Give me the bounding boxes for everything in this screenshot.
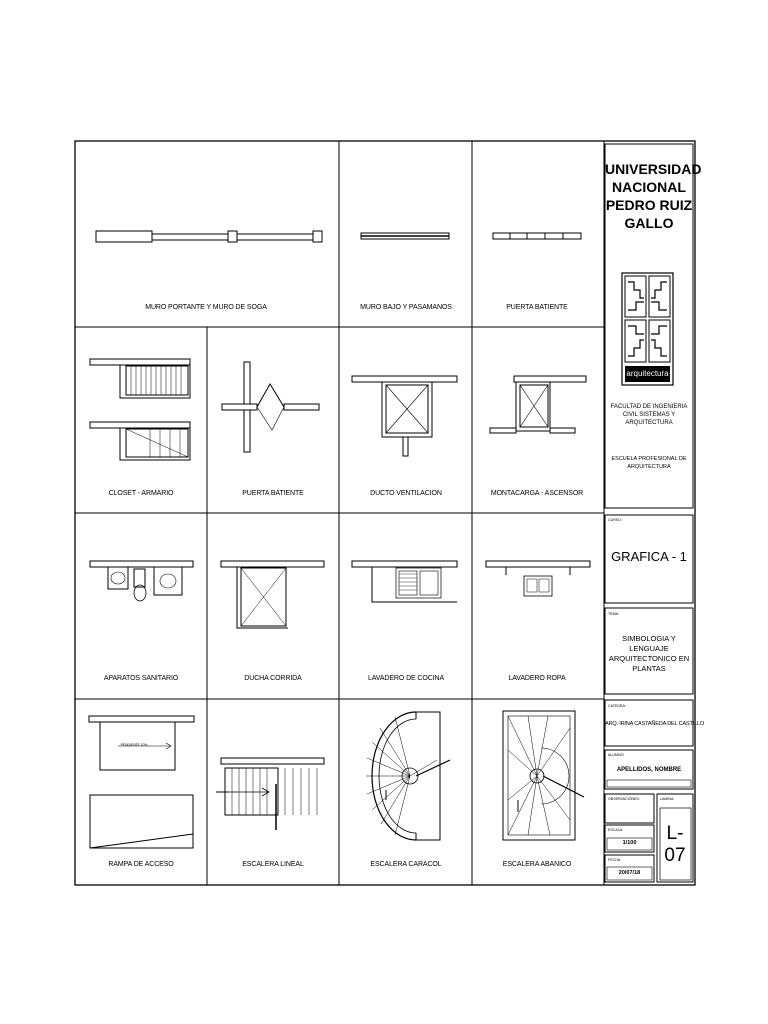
symbol-escalera-lineal [216,757,325,830]
chair-caption: CATEDRA: [608,704,626,708]
ramp-slope-note: PENDIENTE 10% [120,743,148,747]
label-escalera-abanico: ESCALERA ABANICO [502,861,572,868]
faculty-line-2: CIVIL SISTEMAS Y [622,412,676,418]
school-line-1: ESCUELA PROFESIONAL DE [611,456,687,462]
theme-caption: TEMA: [608,612,619,616]
symbol-rampa [88,715,195,849]
university-name: UNIVERSIDAD NACIONAL PEDRO RUIZ GALLO [605,160,702,232]
course-caption: CURSO: [608,518,622,522]
scale-caption: ESCALA: [608,828,624,832]
grid-lines [75,141,605,885]
symbol-ducha [220,560,325,629]
label-muro-bajo: MURO BAJO Y PASAMANOS [360,304,452,311]
symbol-lavadero-cocina [351,560,458,603]
sheet-caption: LAMINA: [660,797,675,801]
university-logo [621,272,674,386]
school-name: ESCUELA PROFESIONAL DE ARQUITECTURA [605,456,693,471]
label-closet: CLOSET - ARMARIO [108,490,174,497]
label-escalera-caracol: ESCALERA CARACOL [370,861,442,868]
student-caption: ALUMNO: [608,753,625,757]
scale-value: 1/100 [622,840,637,846]
theme-line-3: PLANTAS [632,664,666,673]
chair-value: ARQ. IRINA CASTAÑEDA DEL CASTILLO [605,721,705,727]
symbol-muro-portante [95,230,323,243]
theme-line-1: SIMBOLOGIA Y LENGUAJE [622,634,676,653]
faculty-name: FACULTAD DE INGENIERIA CIVIL SISTEMAS Y … [605,403,693,427]
symbol-escalera-abanico [502,710,585,841]
symbol-closet [89,358,191,461]
sheet-value: L-07 [664,823,686,866]
theme-value: SIMBOLOGIA Y LENGUAJE ARQUITECTONICO EN … [605,634,693,674]
title-block-frame [604,143,694,883]
theme-line-2: ARQUITECTONICO EN [608,654,690,663]
label-montacarga: MONTACARGA - ASCENSOR [490,490,584,497]
logo-caption: arquitectura [626,369,669,378]
notes-caption: OBSERVACIONES: [608,797,640,801]
symbol-ducto [351,375,458,457]
student-value: APELLIDOS, NOMBRE [616,767,682,773]
label-ducha: DUCHA CORRIDA [244,675,302,682]
label-aparatos: APARATOS SANITARIO [103,675,179,682]
symbol-lavadero-ropa [485,560,591,597]
label-lavadero-ropa: LAVADERO ROPA [508,675,566,682]
date-value: 20/07/18 [618,870,641,876]
label-puerta-batiente-2: PUERTA BATIENTE [242,490,304,497]
faculty-line-1: FACULTAD DE INGENIERIA [610,404,688,410]
university-line-4: GALLO [624,215,674,231]
label-lavadero-cocina: LAVADERO DE COCINA [367,675,445,682]
symbol-muro-bajo [360,232,450,240]
date-caption: FECHA: [608,858,622,862]
label-muro-portante: MURO PORTANTE Y MURO DE SOGA [145,304,267,311]
symbol-montacarga [489,375,587,434]
university-line-1: UNIVERSIDAD [605,161,702,177]
course-value: GRAFICA - 1 [611,549,687,564]
symbol-puerta-batiente-1 [492,232,582,240]
university-line-3: PEDRO RUIZ [605,197,693,213]
label-escalera-lineal: ESCALERA LINEAL [242,861,304,868]
symbol-escalera-caracol [366,711,451,841]
label-ducto: DUCTO VENTILACION [370,490,442,497]
symbol-aparatos [89,560,194,602]
label-puerta-batiente-1: PUERTA BATIENTE [506,304,568,311]
school-line-2: ARQUITECTURA [627,463,671,470]
university-line-2: NACIONAL [612,179,686,195]
symbol-puerta-batiente-2 [221,361,320,453]
label-rampa: RAMPA DE ACCESO [108,861,174,868]
faculty-line-3: ARQUITECTURA [625,420,673,426]
